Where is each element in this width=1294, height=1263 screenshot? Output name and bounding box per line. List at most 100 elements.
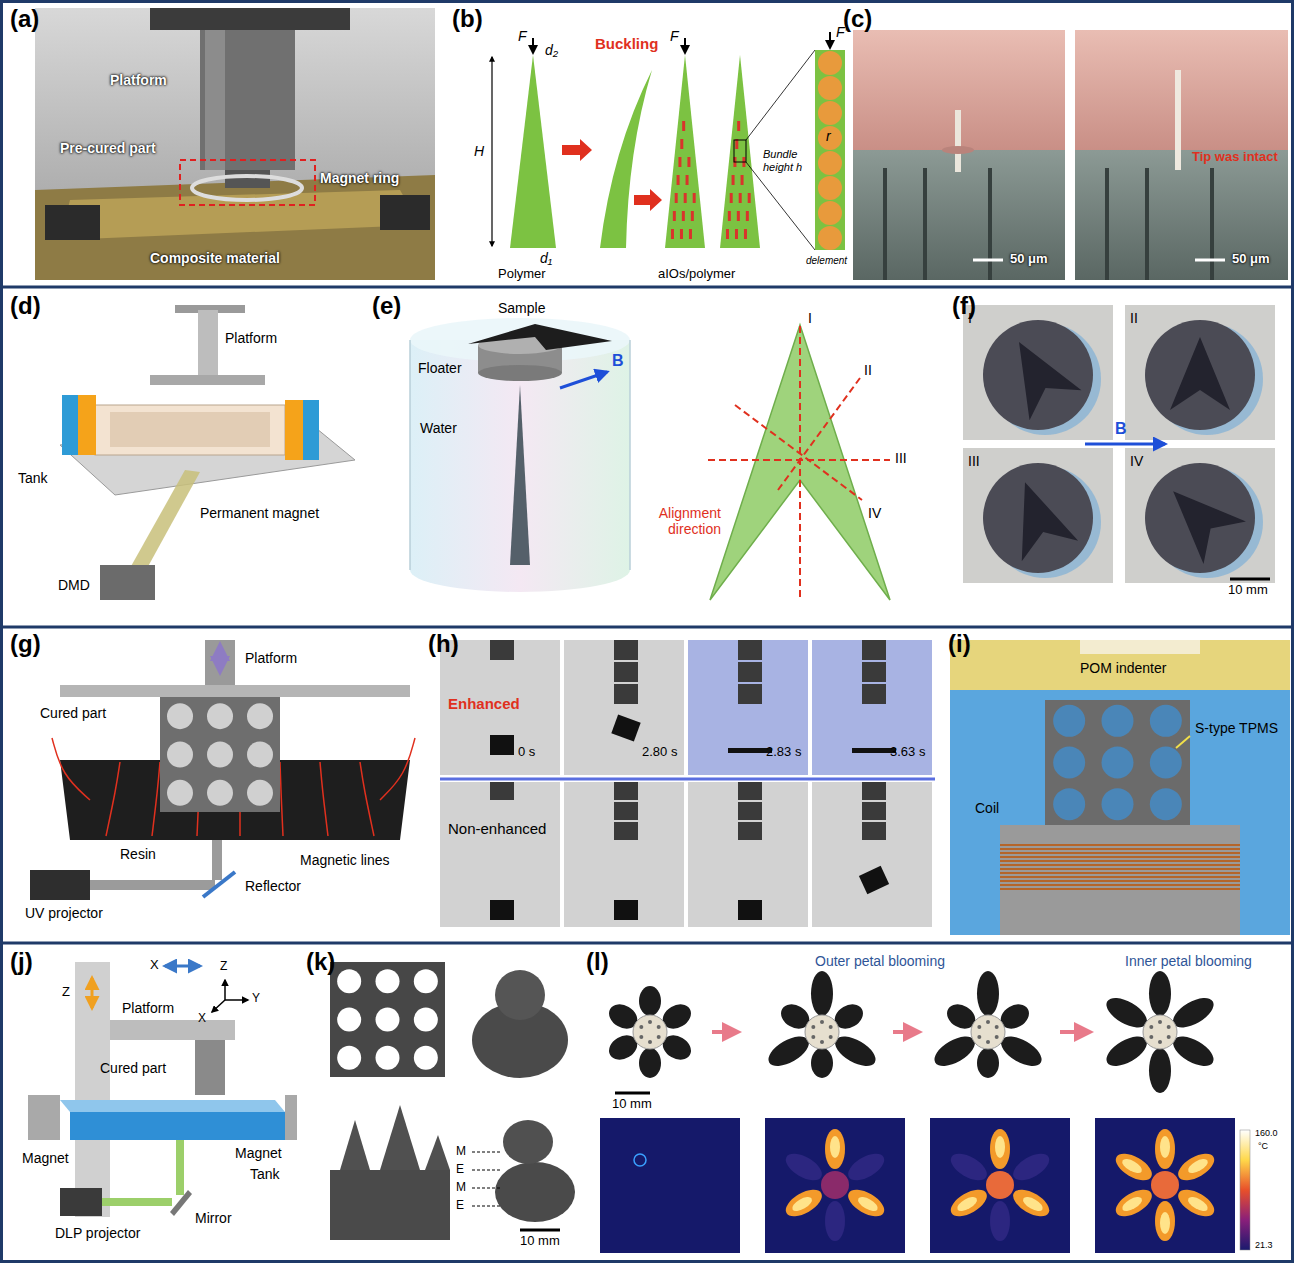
dimension-symbol: d₁ — [540, 250, 552, 266]
particle-element — [818, 151, 842, 175]
dimension-symbol: H — [474, 143, 484, 159]
part-label: Resin — [120, 846, 156, 862]
thermal-petal — [1112, 1184, 1157, 1221]
hub-pin — [1158, 1040, 1162, 1044]
thermal-petal — [844, 1184, 889, 1221]
part-label: Tank — [18, 470, 48, 486]
thermal-petal — [782, 1148, 827, 1185]
alignment-dash — [728, 211, 731, 221]
part-label: Reflector — [245, 878, 301, 894]
pre-cured-part — [225, 170, 270, 188]
region-label: M — [456, 1181, 466, 1195]
coil-winding — [1000, 868, 1240, 870]
panel-label: (i) — [948, 630, 971, 658]
alignment-dash — [682, 211, 685, 221]
microneedle — [1175, 70, 1181, 170]
thermal-petal — [782, 1184, 827, 1221]
castle-tower — [380, 1105, 420, 1170]
castle-tower — [425, 1135, 450, 1170]
thermal-hub — [986, 1171, 1014, 1199]
composite-material — [60, 190, 420, 240]
magnet-stack — [490, 640, 514, 660]
thermal-petal — [990, 1129, 1010, 1169]
petal — [1149, 1048, 1171, 1093]
hub-pin — [639, 1025, 643, 1029]
tank-top — [60, 1100, 285, 1112]
hub-pin — [829, 1035, 833, 1039]
direction-label: IV — [1130, 453, 1143, 469]
particle-element — [818, 126, 842, 150]
uv-projector — [30, 870, 90, 900]
thermal-petal — [1009, 1184, 1054, 1221]
magnet-ring — [192, 176, 302, 200]
thermal-image — [1095, 1118, 1235, 1253]
tank-inner — [110, 412, 270, 447]
cured-part — [195, 1040, 225, 1095]
uv-beam — [212, 840, 222, 880]
skin-photo — [1075, 30, 1288, 150]
lattice-hole — [1102, 705, 1134, 737]
alignment-dash — [735, 229, 738, 239]
magnet-stack — [490, 782, 514, 800]
composite-cone — [665, 55, 705, 248]
video-frame — [564, 782, 684, 927]
alignment-dash — [730, 193, 733, 203]
alignment-dash — [737, 211, 740, 221]
part-label: Magnetic lines — [300, 852, 390, 868]
flower-hub — [971, 1015, 1005, 1049]
reflector — [203, 872, 235, 897]
axis-label: Z — [220, 960, 227, 974]
video-frame — [688, 782, 808, 927]
part-label: Coil — [975, 800, 999, 816]
indenter-background — [950, 640, 1290, 690]
video-frame — [564, 640, 684, 775]
condition-label: Non-enhanced — [448, 820, 546, 837]
field-arrow — [1085, 443, 1165, 446]
magnet-stack — [614, 822, 638, 840]
thermal-petal — [1009, 1148, 1054, 1185]
panel-label: (l) — [586, 948, 609, 976]
magnet-pole — [78, 395, 96, 455]
part-label: Water — [420, 420, 457, 436]
flower-hub — [805, 1015, 839, 1049]
field-symbol: B — [1115, 420, 1127, 438]
hub-pin — [648, 1020, 652, 1024]
buckled-cone — [600, 70, 652, 248]
resin-tank — [95, 405, 285, 455]
force-arrow — [829, 32, 831, 48]
coil-winding — [1000, 876, 1240, 878]
thermal-hub — [1151, 1171, 1179, 1199]
scale-bar — [973, 259, 1003, 262]
part-label: UV projector — [25, 905, 103, 921]
leader-line — [472, 1188, 500, 1189]
lattice-hole — [414, 969, 438, 993]
direction-label: III — [968, 453, 980, 469]
scale-label: 10 mm — [1228, 583, 1268, 598]
alignment-dash — [746, 211, 749, 221]
region-label: E — [456, 1163, 464, 1177]
hub-pin — [995, 1035, 999, 1039]
sample-photo — [1125, 305, 1275, 440]
sample-chevron — [468, 324, 612, 350]
crosshair — [634, 1154, 646, 1166]
time-label: 3.63 s — [890, 745, 925, 760]
lattice-hole — [167, 780, 193, 806]
video-frame — [812, 782, 932, 927]
hub-pin — [977, 1025, 981, 1029]
panel-label: (d) — [10, 292, 41, 320]
magnet-stack — [738, 802, 762, 820]
composite-cone — [720, 55, 760, 248]
part-label: POM indenter — [1080, 660, 1166, 676]
time-label: 2.80 s — [642, 745, 677, 760]
coil-winding — [1000, 884, 1240, 886]
magnet-stack — [738, 782, 762, 800]
sample-disc — [1145, 463, 1255, 573]
sample-disc — [983, 320, 1093, 430]
part-label: Magnet — [235, 1145, 282, 1161]
petal — [639, 986, 661, 1016]
region-label: M — [456, 1145, 466, 1159]
hub-pin — [1167, 1035, 1171, 1039]
particle-element — [818, 76, 842, 100]
